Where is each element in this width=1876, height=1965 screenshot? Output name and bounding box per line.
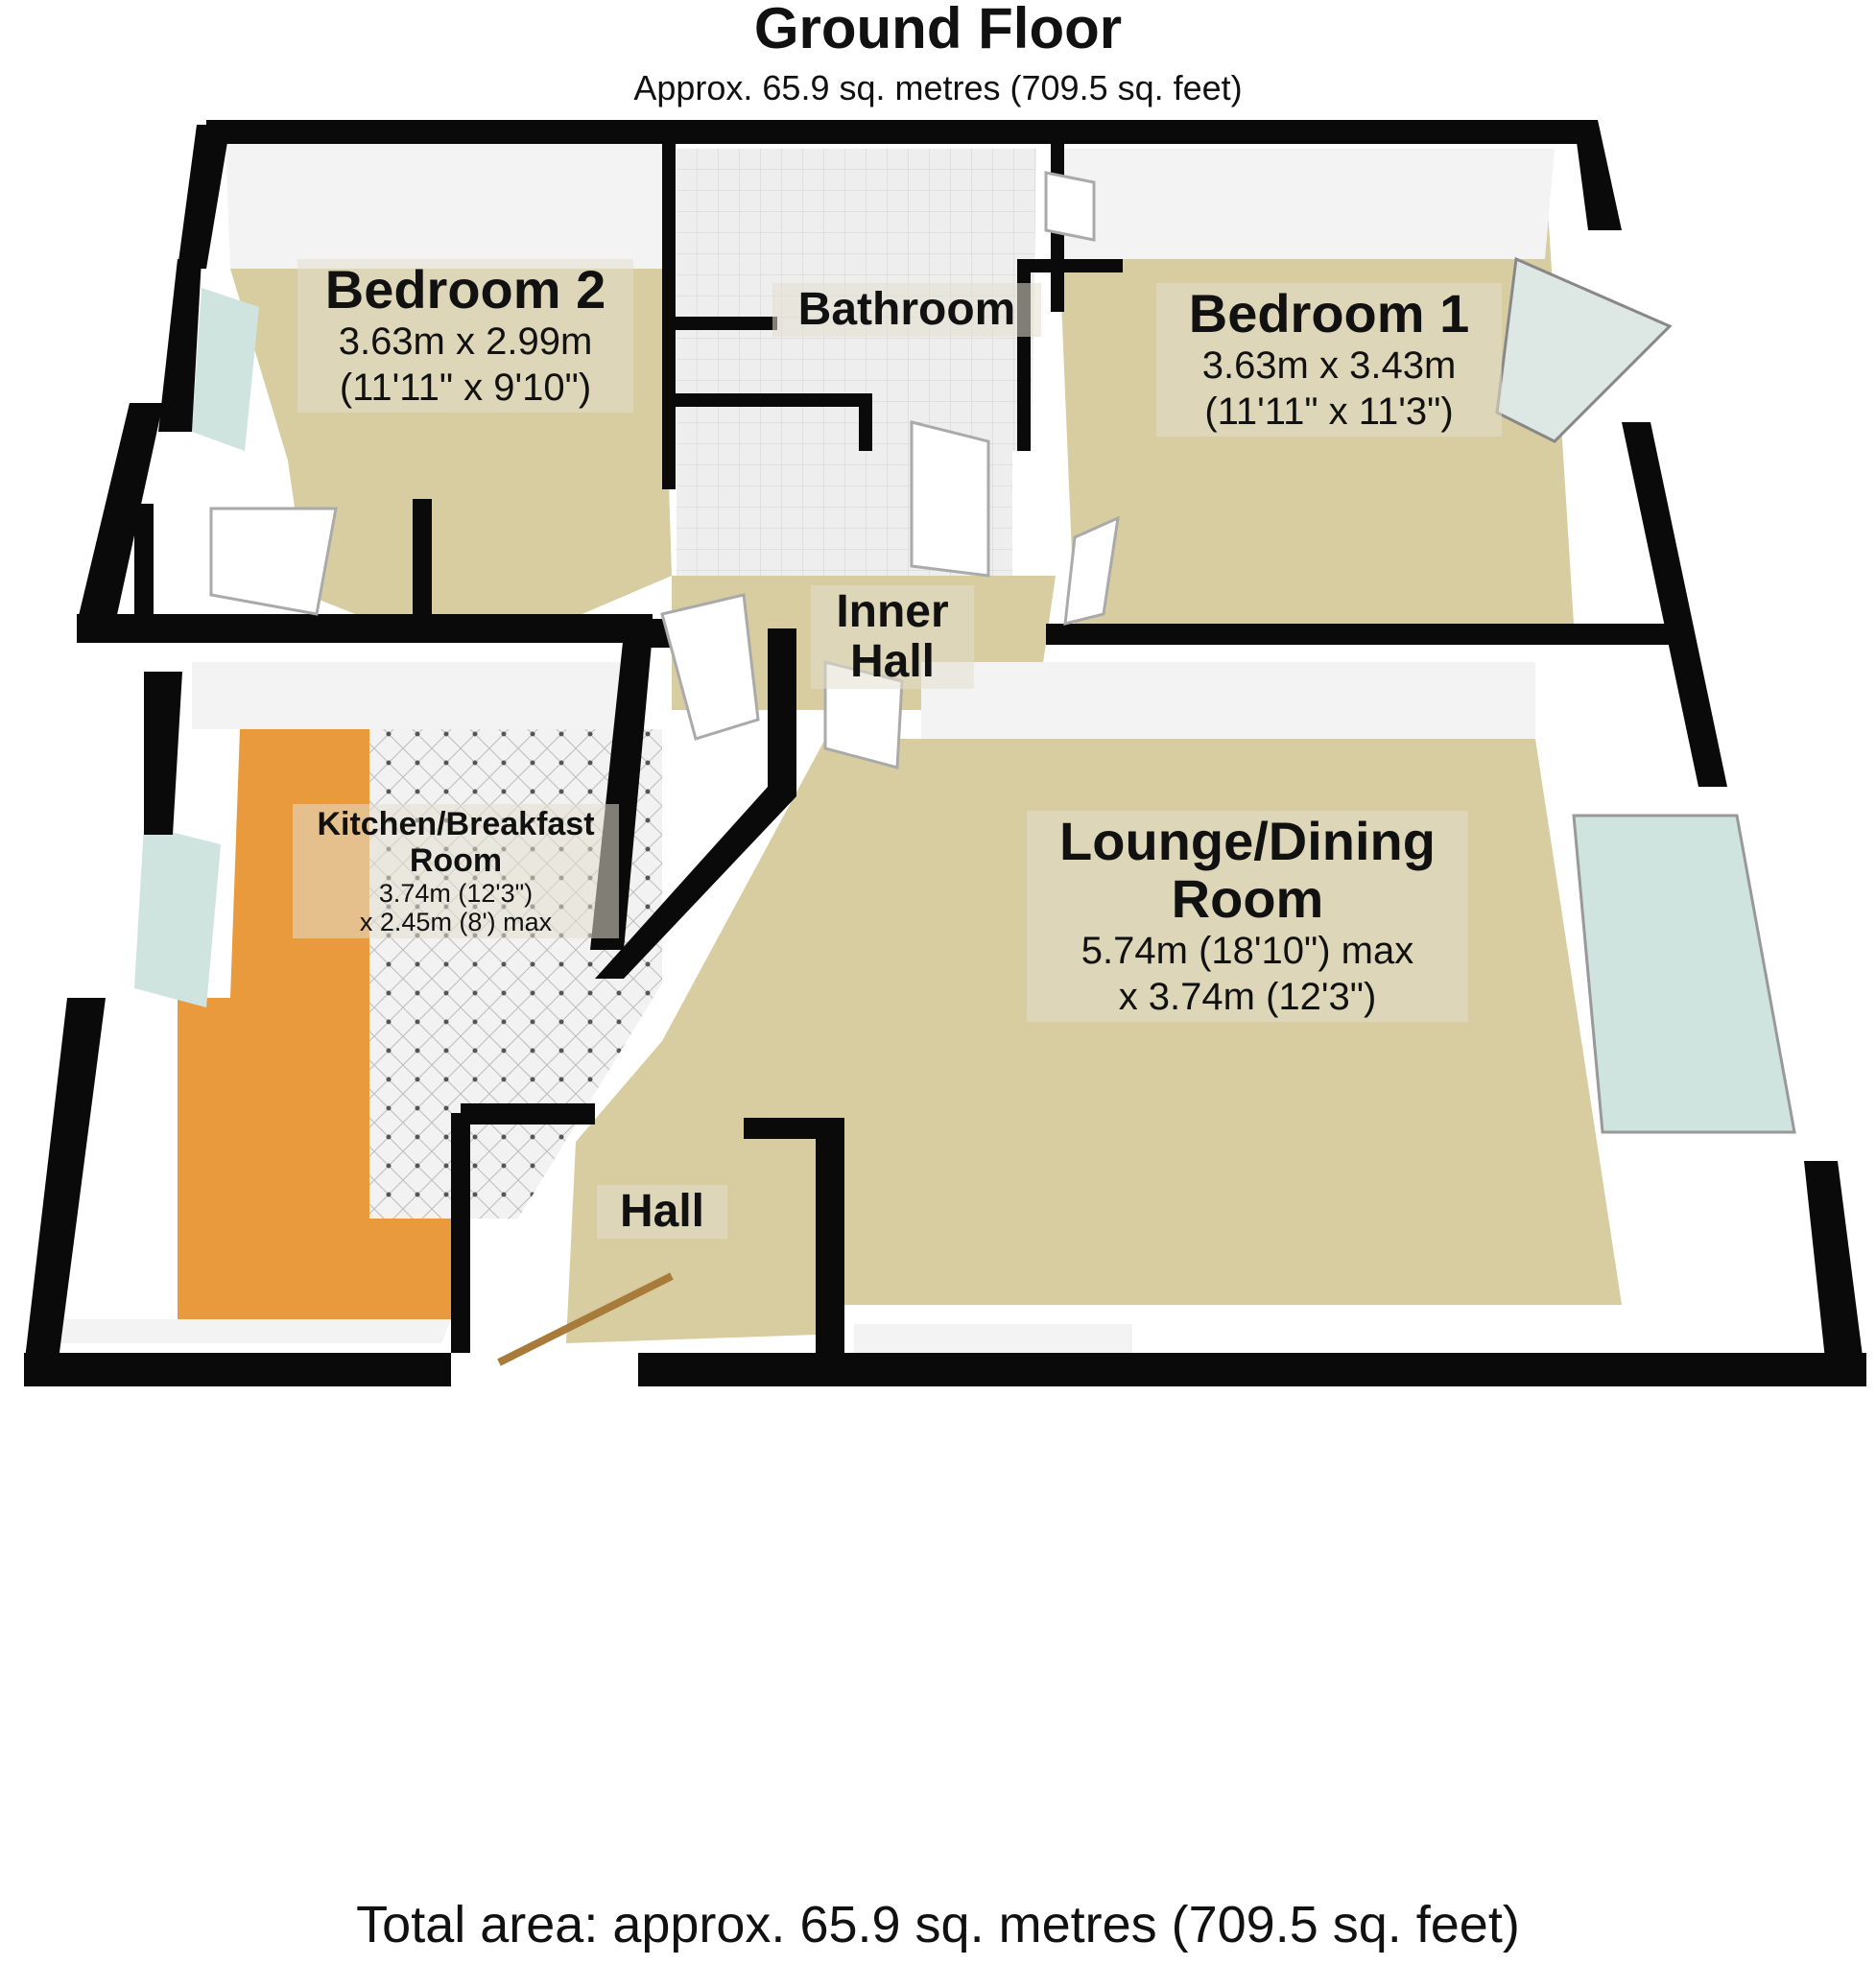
room-label-bathroom: Bathroom — [772, 283, 1041, 337]
room-label-bedroom1: Bedroom 1 3.63m x 3.43m (11'11" x 11'3") — [1156, 283, 1502, 437]
room-name-line2: Hall — [849, 636, 936, 687]
room-label-inner-hall: Inner Hall — [811, 585, 974, 689]
kitchen-worktop — [178, 700, 451, 1319]
room-name: Bedroom 2 — [324, 259, 606, 320]
room-dimensions-imperial: (11'11" x 9'10") — [339, 367, 592, 409]
room-name: Bedroom 1 — [1188, 283, 1470, 343]
room-dimensions-2: x 2.45m (8') max — [359, 908, 553, 936]
room-label-kitchen: Kitchen/Breakfast Room 3.74m (12'3") x 2… — [293, 804, 619, 938]
room-name-line1: Kitchen/Breakfast — [317, 806, 595, 842]
room-label-bedroom2: Bedroom 2 3.63m x 2.99m (11'11" x 9'10") — [297, 259, 633, 413]
room-name-line1: Lounge/Dining — [1059, 811, 1436, 871]
total-area: Total area: approx. 65.9 sq. metres (709… — [356, 1896, 1520, 1953]
wall-face-top-bed1 — [1056, 149, 1555, 259]
window-bedroom2-left — [192, 288, 259, 451]
room-name: Hall — [619, 1186, 705, 1237]
room-dimensions: 3.74m (12'3") — [378, 879, 534, 908]
room-dimensions: 5.74m (18'10") max — [1080, 930, 1414, 972]
room-dimensions-2: x 3.74m (12'3") — [1118, 976, 1377, 1018]
room-name-line2: Room — [409, 842, 503, 879]
room-name-line2: Room — [1171, 868, 1324, 929]
outer-walls — [24, 120, 1866, 1386]
room-label-hall: Hall — [597, 1185, 727, 1239]
window-bedroom1-right — [1495, 256, 1673, 443]
doors — [209, 171, 1120, 769]
wall-face-top-bed2 — [226, 144, 662, 269]
floor-area-subtitle: Approx. 65.9 sq. metres (709.5 sq. feet) — [633, 68, 1243, 107]
hall-entrance-sill — [497, 1272, 674, 1366]
window-kitchen-left — [134, 825, 221, 1007]
wall-face-bottom-kitchen — [58, 1319, 451, 1343]
room-dimensions: 3.63m x 2.99m — [338, 320, 593, 363]
wall-face-kitchen-top — [192, 662, 633, 729]
room-label-lounge: Lounge/Dining Room 5.74m (18'10") max x … — [1027, 811, 1468, 1022]
room-name-line1: Inner — [836, 586, 949, 637]
internal-walls — [134, 144, 1679, 1353]
wall-face-lounge-top — [921, 662, 1535, 739]
lounge-bay-bottom — [854, 1324, 1132, 1353]
floor-title: Ground Floor — [753, 0, 1123, 60]
room-dimensions: 3.63m x 3.43m — [1201, 344, 1457, 387]
room-dimensions-imperial: (11'11" x 11'3") — [1204, 391, 1454, 433]
window-lounge-right — [1572, 814, 1796, 1134]
room-name: Bathroom — [797, 284, 1016, 335]
